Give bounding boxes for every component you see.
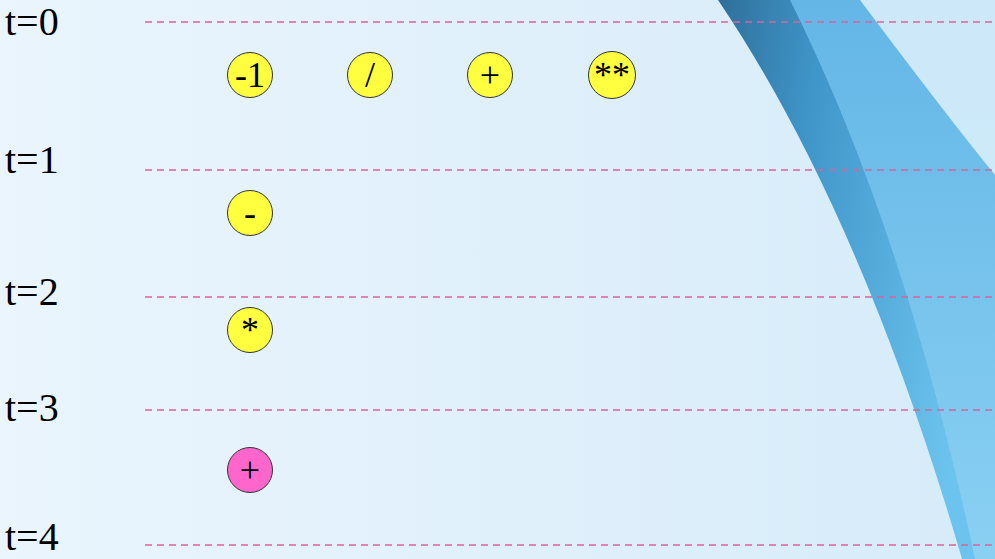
operator-text: / [365,57,375,93]
time-line [145,169,995,171]
time-label: t=2 [5,272,59,312]
operator-text: + [480,57,500,93]
operation-circle: - [227,190,273,236]
time-lines [145,22,995,545]
operation-circle: / [347,52,393,98]
operator-text: + [240,452,260,488]
operation-circle: * [227,307,273,353]
time-line [145,409,995,411]
time-line [145,21,995,23]
time-label: t=1 [5,140,59,180]
time-label: t=4 [5,517,59,557]
operation-circle: + [227,447,273,493]
time-label: t=0 [5,2,59,42]
time-line [145,296,995,298]
time-label: t=3 [5,388,59,428]
operator-text: - [244,195,256,231]
operator-text: -1 [235,57,265,93]
operator-text: ** [594,57,630,93]
swoosh-shape [718,0,995,559]
swoosh-highlight [790,0,995,559]
operator-text: * [241,312,259,348]
time-line [145,544,995,546]
operation-circle: + [467,52,513,98]
operation-circle: ** [588,51,636,99]
operation-circle: -1 [227,52,273,98]
swoosh-corner [860,0,995,175]
